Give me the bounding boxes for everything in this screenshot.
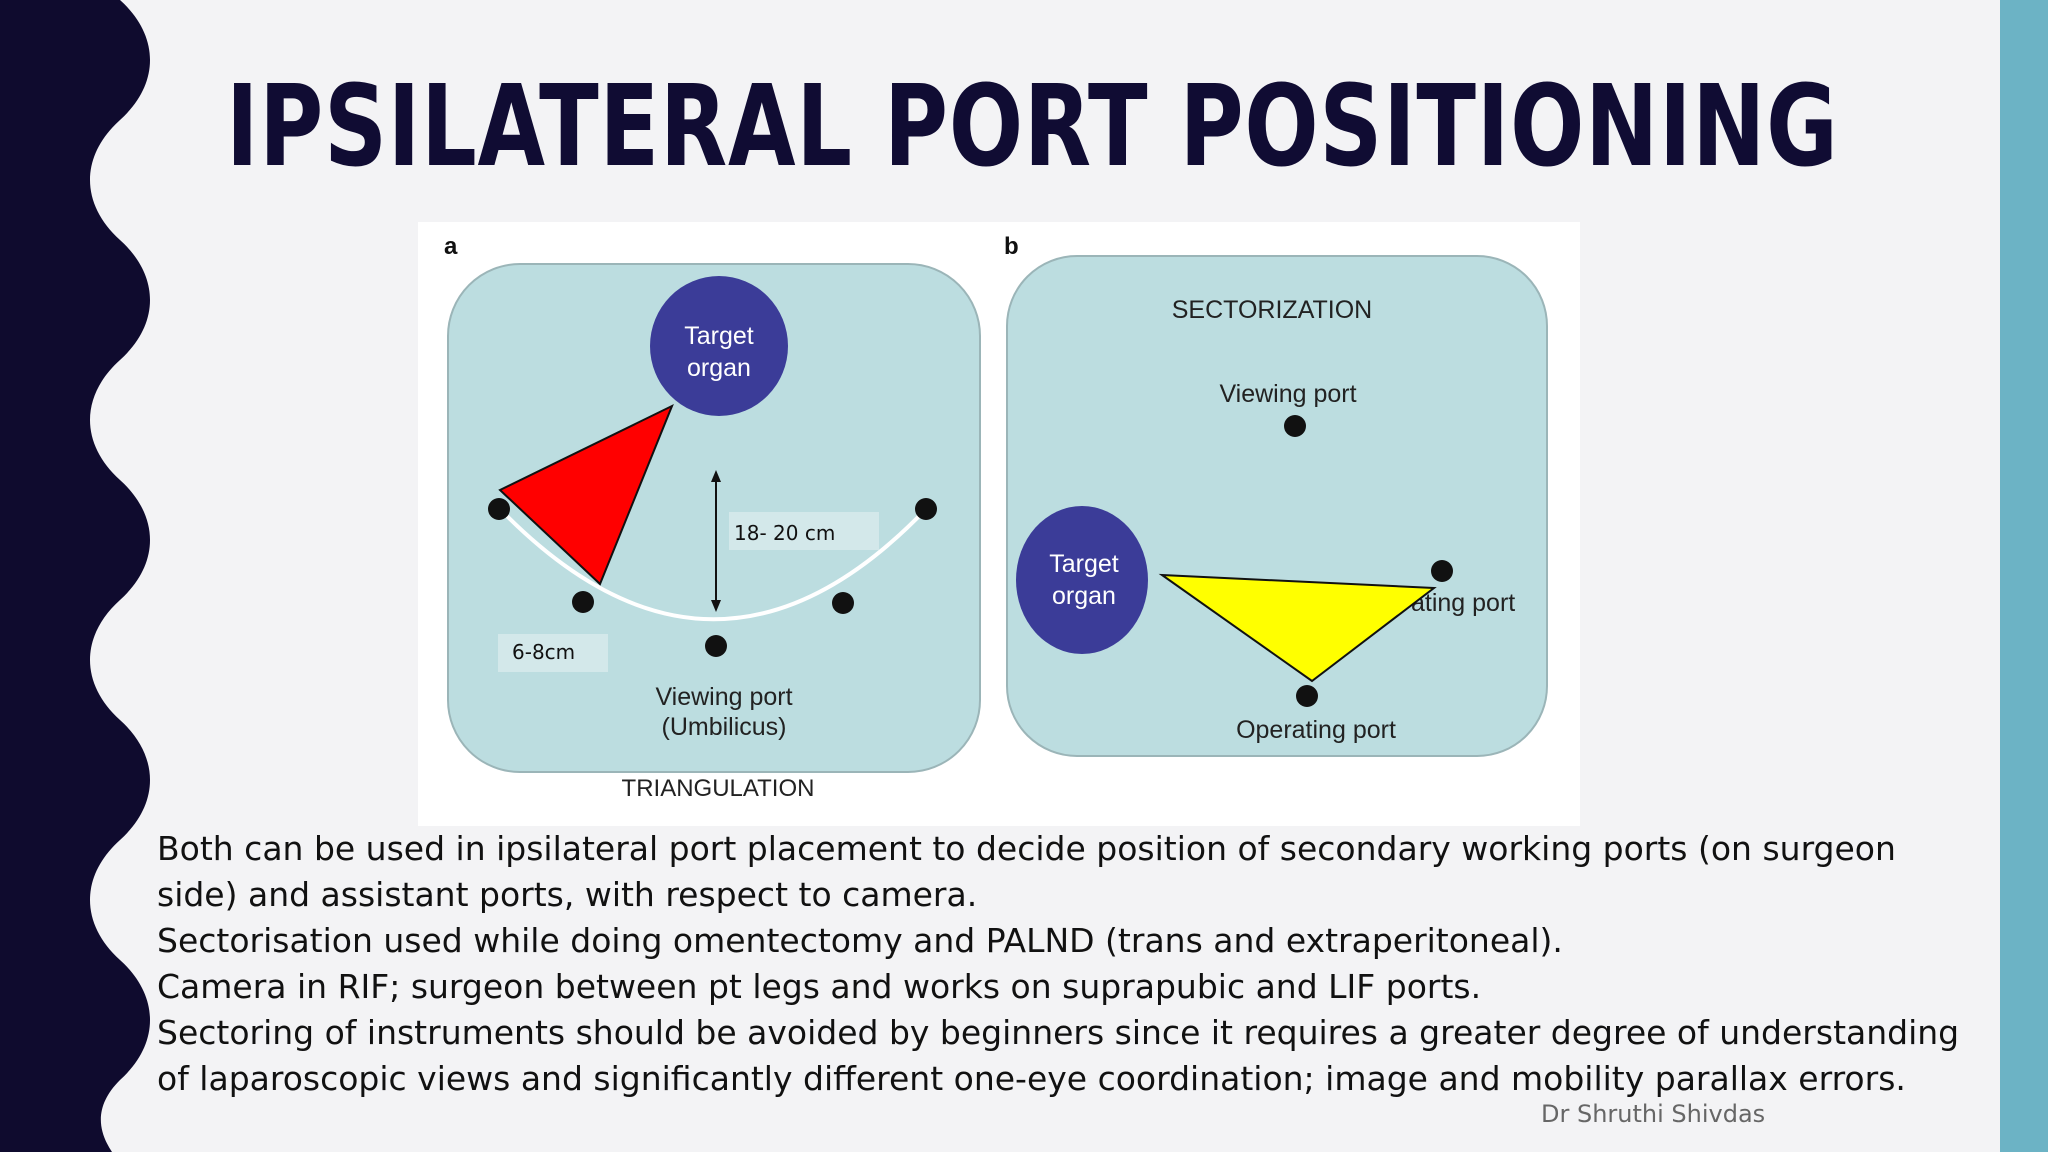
panel-b-operating-port-label: Operating port	[1236, 716, 1396, 744]
body-line: of laparoscopic views and significantly …	[157, 1059, 1906, 1098]
panel-a-port-right	[832, 592, 854, 614]
left-wave-band	[0, 0, 150, 1152]
panel-a-arrow-head-top	[711, 470, 721, 482]
port-diagram-svg: a Target organ 18- 20 cm 6-8cm Viewing p…	[444, 233, 1548, 802]
panel-a-viewing-port-label-line2: (Umbilicus)	[662, 713, 787, 741]
body-line: Sectoring of instruments should be avoid…	[157, 1013, 1960, 1052]
right-accent-bar	[2000, 0, 2048, 1152]
panel-a-port-far-right	[915, 498, 937, 520]
body-text: Both can be used in ipsilateral port pla…	[157, 826, 2007, 1102]
panel-a-letter: a	[444, 233, 458, 260]
panel-a-spacing-label: 6-8cm	[512, 640, 575, 664]
panel-b-letter: b	[1004, 233, 1019, 260]
panel-a-target-label-line1: Target	[684, 322, 754, 350]
panel-b-background	[1006, 255, 1548, 757]
body-line: side) and assistant ports, with respect …	[157, 875, 978, 914]
panel-b-side-port-dot	[1431, 560, 1453, 582]
panel-a-port-arc	[497, 506, 928, 622]
body-line: Camera in RIF; surgeon between pt legs a…	[157, 967, 1482, 1006]
panel-a-spacing-label-bg	[498, 634, 608, 672]
slide-title: IPSILATERAL PORT POSITIONING	[226, 62, 1839, 192]
author-credit: Dr Shruthi Shivdas	[1541, 1100, 1766, 1128]
panel-a-arrow-head-bottom	[711, 600, 721, 612]
panel-b-target-label-line2: organ	[1052, 582, 1116, 610]
panel-b-side-port-label: ating port	[1411, 589, 1515, 617]
panel-a-port-left	[572, 591, 594, 613]
panel-a-viewing-port-label-line1: Viewing port	[655, 683, 792, 711]
panel-a-port-far-left	[488, 498, 510, 520]
panel-a-target-label-line2: organ	[687, 354, 751, 382]
panel-b-viewing-port-dot	[1284, 415, 1306, 437]
panel-b-target-label-line1: Target	[1049, 550, 1119, 578]
body-line: Both can be used in ipsilateral port pla…	[157, 829, 1896, 868]
panel-b-sectorization-triangle	[1158, 573, 1437, 683]
left-wave-shape	[0, 0, 150, 1152]
panel-b-operating-port-dot	[1296, 685, 1318, 707]
panel-a-distance-label: 18- 20 cm	[734, 521, 835, 545]
panel-b-heading: SECTORIZATION	[1172, 296, 1372, 324]
panel-a-distance-label-bg	[729, 512, 879, 550]
panel-b-target-organ	[1016, 506, 1148, 654]
panel-a-port-viewing	[705, 635, 727, 657]
panel-b-viewing-port-label: Viewing port	[1219, 380, 1356, 408]
body-line: Sectorisation used while doing omentecto…	[157, 921, 1563, 960]
port-diagram-figure: a Target organ 18- 20 cm 6-8cm Viewing p…	[418, 222, 1580, 826]
panel-a-triangulation-triangle	[498, 403, 674, 586]
panel-a-target-organ	[650, 276, 788, 416]
panel-a-caption: TRIANGULATION	[622, 775, 815, 802]
